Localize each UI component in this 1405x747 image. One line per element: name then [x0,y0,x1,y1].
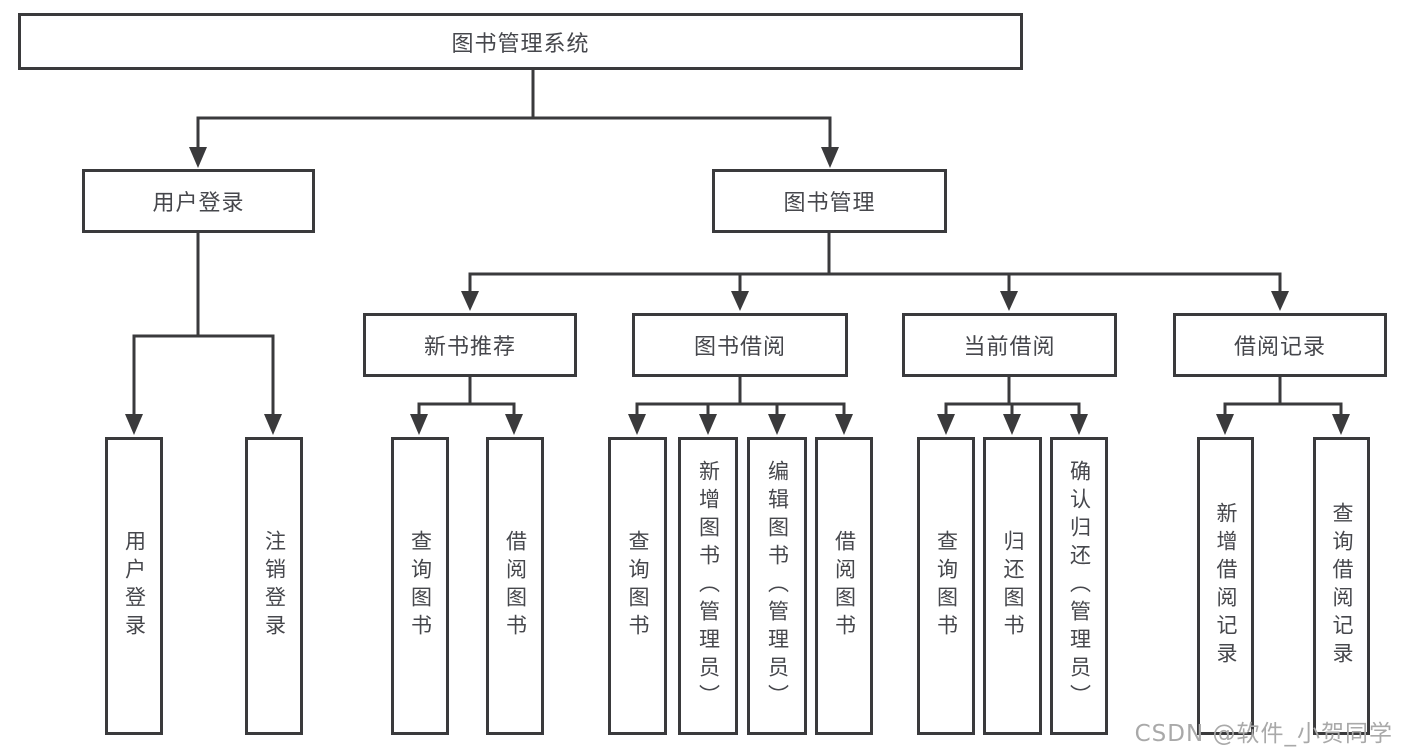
node-label: 新书推荐 [423,335,516,360]
leaf-label: 确认归还（管理员） [1067,460,1092,712]
leaf-confirm-return-admin: 确认归还（管理员） [1050,437,1108,735]
node-label: 当前借阅 [963,335,1056,360]
node-label: 图书管理系统 [451,31,590,57]
leaf-query-books-borrow: 查询图书 [608,437,667,735]
leaf-label: 查询图书 [408,530,433,642]
leaf-borrow-books: 借阅图书 [815,437,873,735]
wire-current [944,377,1081,416]
node-current-borrowing: 当前借阅 [902,313,1117,377]
node-borrowing-records: 借阅记录 [1173,313,1387,377]
wire-newbook [417,377,516,416]
node-label: 用户登录 [152,191,245,216]
node-book-management: 图书管理 [712,169,947,233]
leaf-label: 查询借阅记录 [1330,502,1354,670]
node-label: 借阅记录 [1233,335,1326,360]
node-label: 图书管理 [783,191,876,216]
leaf-label: 新增借阅记录 [1214,502,1238,670]
watermark: CSDN @软件_小贺同学 [1134,721,1393,747]
leaf-add-borrow-record: 新增借阅记录 [1197,437,1254,735]
node-book-borrowing: 图书借阅 [632,313,848,377]
arrowheads [125,147,1350,435]
leaf-return-books: 归还图书 [983,437,1042,735]
node-new-book-recommend: 新书推荐 [363,313,577,377]
wire-l3-rail [468,272,1282,292]
leaf-label: 借阅图书 [832,530,857,642]
leaf-label: 用户登录 [122,530,147,642]
leaf-label: 编辑图书（管理员） [765,460,790,712]
wire-records [1223,377,1343,416]
leaf-label: 归还图书 [1001,530,1025,642]
wire-borrow [635,377,846,416]
leaf-label: 注销登录 [262,530,287,642]
leaf-logout: 注销登录 [245,437,303,735]
leaf-edit-book-admin: 编辑图书（管理员） [747,437,807,735]
node-user-login: 用户登录 [82,169,315,233]
leaf-label: 查询图书 [626,530,650,642]
wire-login-rail [132,334,275,416]
leaf-add-book-admin: 新增图书（管理员） [678,437,738,735]
leaf-label: 新增图书（管理员） [696,460,721,712]
node-library-system: 图书管理系统 [18,13,1023,70]
leaf-label: 借阅图书 [503,530,528,642]
leaf-borrow-books-recommend: 借阅图书 [486,437,544,735]
leaf-user-login: 用户登录 [105,437,163,735]
leaf-label: 查询图书 [934,530,959,642]
leaf-query-books-recommend: 查询图书 [391,437,449,735]
wire-l2-rail [196,116,832,148]
node-label: 图书借阅 [693,335,786,360]
leaf-query-books-current: 查询图书 [917,437,975,735]
leaf-query-borrow-record: 查询借阅记录 [1313,437,1370,735]
